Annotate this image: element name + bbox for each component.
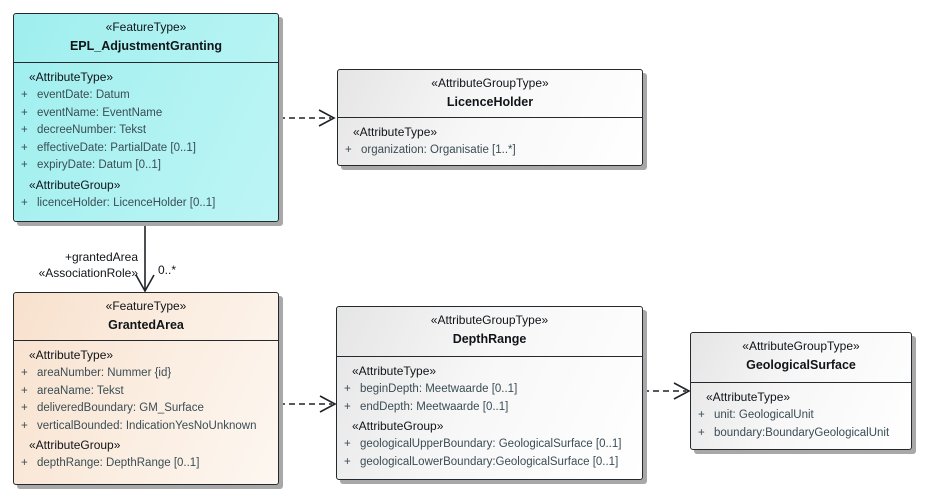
- dependency-arrow-depthrange-geologicalsurface: [643, 382, 691, 400]
- attribute-row: + eventName: EventName: [14, 105, 276, 123]
- attribute-row: + verticalBounded: IndicationYesNoUnknown: [14, 418, 276, 436]
- class-attributes: «AttributeType» + areaNumber: Nummer {id}…: [14, 341, 278, 484]
- attribute-row: + licenceHolder: LicenceHolder [0..1]: [14, 195, 276, 213]
- attribute-row: + depthRange: DepthRange [0..1]: [14, 455, 276, 473]
- attribute-row: + areaNumber: Nummer {id}: [14, 365, 276, 383]
- class-attributes: «AttributeType» + organization: Organisat…: [338, 118, 642, 165]
- class-name: GeologicalSurface: [746, 358, 856, 372]
- visibility-marker: +: [698, 426, 705, 439]
- section-stereotype: «AttributeType»: [352, 364, 437, 378]
- section-stereotype: «AttributeGroup»: [352, 419, 444, 433]
- class-attributes: «AttributeType» + beginDepth: Meetwaarde …: [337, 357, 642, 479]
- class-box-geologicalsurface: «AttributeGroupType» GeologicalSurface «…: [690, 332, 912, 450]
- attribute-text: effectiveDate: PartialDate [0..1]: [37, 141, 196, 154]
- attribute-row: + deliveredBoundary: GM_Surface: [14, 400, 276, 418]
- attribute-text: geologicalLowerBoundary:GeologicalSurfac…: [360, 455, 619, 468]
- visibility-marker: +: [21, 196, 28, 209]
- attribute-row: + areaName: Tekst: [14, 383, 276, 401]
- class-stereotype: «FeatureType»: [105, 20, 187, 34]
- class-box-grantedarea: «FeatureType» GrantedArea «AttributeType…: [13, 292, 279, 485]
- attribute-text: boundary:BoundaryGeologicalUnit: [714, 426, 890, 439]
- attribute-text: organization: Organisatie [1..*]: [361, 144, 516, 156]
- class-stereotype: «AttributeGroupType»: [742, 339, 860, 353]
- class-name: GrantedArea: [108, 318, 184, 332]
- visibility-marker: +: [21, 89, 28, 101]
- class-box-depthrange: «AttributeGroupType» DepthRange «Attribu…: [336, 306, 643, 480]
- visibility-marker: +: [698, 409, 705, 421]
- attribute-text: licenceHolder: LicenceHolder [0..1]: [37, 196, 216, 209]
- class-header: «FeatureType» GrantedArea: [14, 293, 278, 341]
- dependency-arrow-epl-licenceholder: [279, 109, 336, 127]
- attribute-text: deliveredBoundary: GM_Surface: [37, 402, 204, 414]
- class-name: DepthRange: [452, 332, 527, 346]
- attribute-row: + eventDate: Datum: [14, 87, 276, 105]
- attribute-text: unit: GeologicalUnit: [714, 409, 814, 421]
- section-stereotype: «AttributeGroup»: [29, 438, 121, 452]
- attribute-row: + geologicalLowerBoundary:GeologicalSurfa…: [337, 454, 640, 472]
- attribute-text: areaName: Tekst: [37, 384, 124, 397]
- attribute-row: + boundary:BoundaryGeologicalUnit: [691, 425, 909, 443]
- class-header: «FeatureType» EPL_AdjustmentGranting: [14, 14, 278, 63]
- attribute-row: + endDepth: Meetwaarde [0..1]: [337, 399, 640, 417]
- class-attributes: «AttributeType» + eventDate: Datum + event…: [14, 63, 278, 221]
- attribute-text: eventDate: Datum: [37, 89, 130, 101]
- attribute-text: geologicalUpperBoundary: GeologicalSurfa…: [360, 438, 622, 450]
- attribute-text: areaNumber: Nummer {id}: [37, 367, 172, 379]
- visibility-marker: +: [344, 400, 351, 413]
- attribute-row: + decreeNumber: Tekst: [14, 122, 276, 140]
- attribute-text: expiryDate: Datum [0..1]: [37, 159, 161, 171]
- association-arrow-epl-grantedarea: [135, 222, 155, 293]
- class-stereotype: «AttributeGroupType»: [430, 313, 549, 327]
- class-attributes: «AttributeType» + unit: GeologicalUnit + b…: [691, 383, 911, 449]
- class-name: EPL_AdjustmentGranting: [69, 39, 223, 53]
- attribute-text: decreeNumber: Tekst: [37, 124, 147, 136]
- section-stereotype: «AttributeType»: [29, 70, 114, 84]
- visibility-marker: +: [344, 438, 351, 450]
- class-header: «AttributeGroupType» GeologicalSurface: [691, 333, 911, 383]
- class-stereotype: «FeatureType»: [105, 299, 187, 313]
- visibility-marker: +: [344, 455, 351, 468]
- visibility-marker: +: [21, 159, 28, 171]
- class-header: «AttributeGroupType» LicenceHolder: [338, 70, 642, 118]
- class-stereotype: «AttributeGroupType»: [431, 76, 549, 90]
- visibility-marker: +: [344, 383, 351, 395]
- visibility-marker: +: [21, 367, 28, 379]
- visibility-marker: +: [21, 457, 28, 469]
- association-role-name: +grantedArea: [64, 250, 138, 264]
- visibility-marker: +: [21, 124, 28, 136]
- visibility-marker: +: [21, 402, 28, 414]
- class-header: «AttributeGroupType» DepthRange: [337, 307, 642, 357]
- dependency-arrow-grantedarea-depthrange: [279, 395, 337, 413]
- visibility-marker: +: [21, 419, 28, 432]
- association-role-labels: +grantedArea «AssociationRole»: [0, 249, 138, 281]
- attribute-row: + unit: GeologicalUnit: [691, 407, 909, 425]
- class-box-licenceholder: «AttributeGroupType» LicenceHolder «Attr…: [337, 69, 643, 166]
- attribute-text: verticalBounded: IndicationYesNoUnknown: [37, 419, 257, 432]
- visibility-marker: +: [345, 144, 352, 156]
- attribute-text: beginDepth: Meetwaarde [0..1]: [360, 383, 518, 395]
- attribute-text: eventName: EventName: [37, 106, 163, 119]
- attribute-row: + effectiveDate: PartialDate [0..1]: [14, 140, 276, 158]
- section-stereotype: «AttributeType»: [353, 125, 438, 139]
- class-box-epl-adjustmentgranting: «FeatureType» EPL_AdjustmentGranting «At…: [13, 13, 279, 222]
- visibility-marker: +: [21, 141, 28, 154]
- section-stereotype: «AttributeType»: [706, 390, 791, 404]
- attribute-text: endDepth: Meetwaarde [0..1]: [360, 400, 509, 413]
- section-stereotype: «AttributeType»: [29, 348, 114, 362]
- attribute-row: + beginDepth: Meetwaarde [0..1]: [337, 381, 640, 399]
- association-role-stereotype: «AssociationRole»: [38, 266, 138, 280]
- section-stereotype: «AttributeGroup»: [29, 177, 121, 192]
- association-multiplicity: 0..*: [158, 263, 177, 277]
- attribute-row: + geologicalUpperBoundary: GeologicalSurf…: [337, 436, 640, 454]
- class-name: LicenceHolder: [446, 95, 534, 109]
- attribute-row: + organization: Organisatie [1..*]: [338, 142, 640, 160]
- attribute-row: + expiryDate: Datum [0..1]: [14, 157, 276, 175]
- attribute-text: depthRange: DepthRange [0..1]: [37, 457, 200, 469]
- visibility-marker: +: [21, 384, 28, 397]
- visibility-marker: +: [21, 106, 28, 119]
